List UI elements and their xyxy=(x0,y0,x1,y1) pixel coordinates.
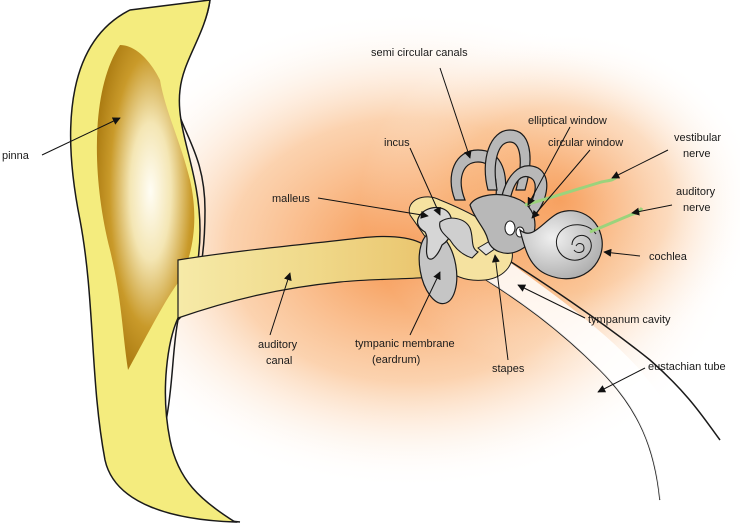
label-circular-window: circular window xyxy=(548,137,623,149)
label-auditory-nerve-line2: nerve xyxy=(683,202,711,214)
label-tympanic-membrane-line2: (eardrum) xyxy=(372,354,420,366)
eustachian-tube-fill xyxy=(470,255,700,500)
label-auditory-canal-line2: canal xyxy=(266,355,292,367)
cochlea xyxy=(518,210,603,280)
semicircular-canals xyxy=(450,129,548,254)
label-vestibular-nerve-line2: nerve xyxy=(683,148,711,160)
label-malleus: malleus xyxy=(272,193,310,205)
leader-lines xyxy=(41,67,673,393)
pinna xyxy=(69,0,238,523)
label-tympanum-cavity: tympanum cavity xyxy=(588,314,671,326)
label-stapes: stapes xyxy=(492,363,525,375)
vestibular-nerve xyxy=(524,174,620,207)
label-semi-circular-canals: semi circular canals xyxy=(371,47,468,59)
labels: pinna semi circular canals elliptical wi… xyxy=(2,47,726,375)
label-auditory-nerve-line1: auditory xyxy=(676,186,716,198)
label-vestibular-nerve-line1: vestibular xyxy=(674,132,721,144)
label-tympanic-membrane-line1: tympanic membrane xyxy=(355,338,455,350)
label-cochlea: cochlea xyxy=(649,251,688,263)
label-pinna: pinna xyxy=(2,150,30,162)
label-eustachian-tube: eustachian tube xyxy=(648,361,726,373)
label-elliptical-window: elliptical window xyxy=(528,115,607,127)
incus-bone xyxy=(439,217,479,259)
label-auditory-canal-line1: auditory xyxy=(258,339,298,351)
elliptical-window xyxy=(504,220,516,236)
label-incus: incus xyxy=(384,137,410,149)
